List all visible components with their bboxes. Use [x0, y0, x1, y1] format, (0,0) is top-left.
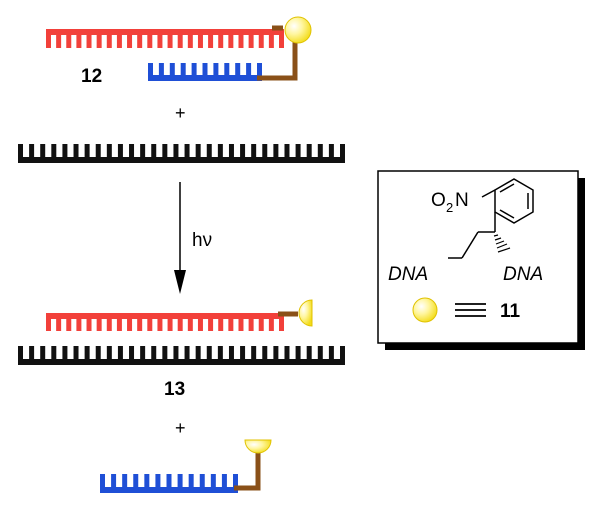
- ring-double-bond-3: [499, 209, 515, 219]
- equivalence-icon: [455, 303, 486, 317]
- plus-sign-bottom: +: [175, 418, 186, 438]
- ring-double-bond-1: [499, 183, 515, 193]
- nitro-bond: [481, 189, 496, 198]
- half-bead-13: [298, 299, 313, 327]
- compound-11-label: 11: [500, 301, 521, 322]
- light-label: hν: [192, 230, 212, 251]
- half-bead-released: [244, 439, 272, 454]
- compound-13-label: 13: [164, 379, 185, 400]
- nitro-nitrogen: N: [455, 190, 469, 211]
- plus-sign-top: +: [175, 103, 186, 123]
- black-strand: [18, 144, 345, 163]
- key-bead-icon: [412, 297, 438, 323]
- photolabile-bead-12: [284, 16, 312, 44]
- black-strand-13: [18, 346, 345, 365]
- released-linker: [234, 452, 261, 491]
- red-strand-13: [46, 313, 284, 331]
- blue-strand-12: [148, 63, 262, 81]
- dna-right-label: DNA: [503, 264, 543, 285]
- compound-12-label: 12: [81, 66, 102, 87]
- dna-left-label: DNA: [388, 264, 428, 285]
- chain-bond-2: [461, 231, 479, 259]
- nitro-oxygen: O: [431, 190, 446, 211]
- hashed-wedge-bond: [493, 234, 511, 253]
- nitro-subscript: 2: [446, 200, 453, 215]
- linker-12: [257, 40, 298, 81]
- key-box: [377, 170, 579, 344]
- released-blue-strand: [100, 474, 238, 493]
- red-strand-12: [46, 29, 284, 48]
- reaction-arrow-head: [174, 270, 186, 294]
